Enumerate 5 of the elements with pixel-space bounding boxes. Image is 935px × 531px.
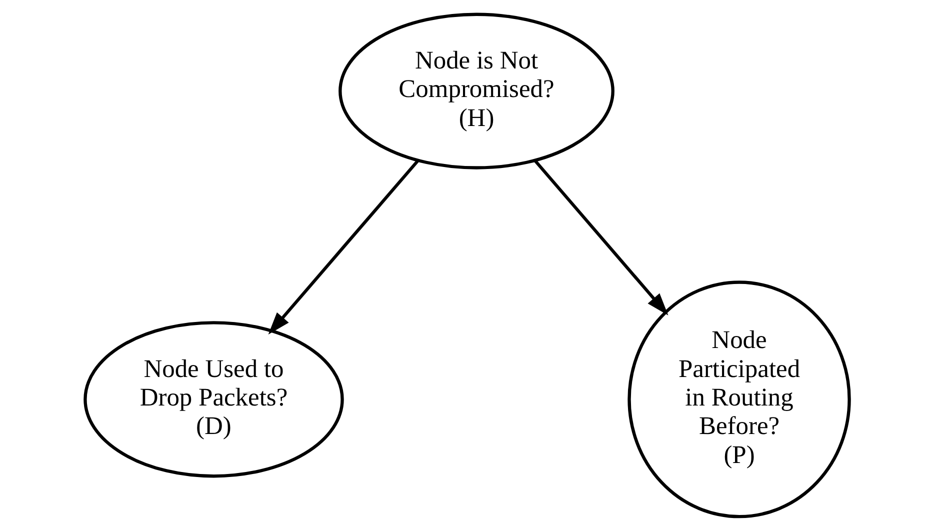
arrow <box>534 159 668 316</box>
node-ellipse: Node Used to Drop Packets? (D) <box>84 321 344 478</box>
node-ellipse: Node is Not Compromised? (H) <box>338 12 614 170</box>
node-circle: Node Participated in Routing Before? (P) <box>628 280 851 518</box>
arrow <box>268 159 420 334</box>
